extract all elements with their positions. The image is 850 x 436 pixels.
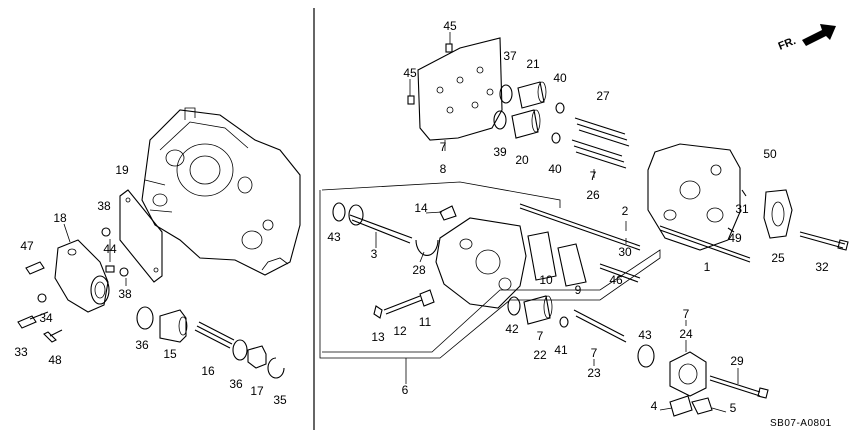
callout-c42: 42 <box>505 322 519 336</box>
callout-c23: 23 <box>587 366 601 380</box>
callout-c10: 10 <box>539 273 553 287</box>
part-18-housing <box>54 239 110 313</box>
callout-c20: 20 <box>515 153 529 167</box>
callout-c5: 5 <box>730 401 737 415</box>
callout-c14: 14 <box>414 201 428 215</box>
callout-c7e: 7 <box>683 307 690 321</box>
callout-c35: 35 <box>273 393 287 407</box>
callout-c50: 50 <box>763 147 777 161</box>
callout-c24: 24 <box>679 327 693 341</box>
callout-c8: 8 <box>440 162 447 176</box>
callout-c4: 4 <box>651 399 658 413</box>
callout-c48: 48 <box>48 353 62 367</box>
callout-c11: 11 <box>419 315 432 329</box>
part-24-cover <box>669 351 769 417</box>
callout-c49: 49 <box>728 231 742 245</box>
callout-c6: 6 <box>402 383 409 397</box>
callout-c15: 15 <box>163 347 177 361</box>
callout-c2: 2 <box>622 204 629 218</box>
part-8-separator-plate <box>407 37 503 141</box>
callout-c1: 1 <box>704 260 711 274</box>
callout-c13: 13 <box>371 330 385 344</box>
callout-c29: 29 <box>730 354 744 368</box>
callout-c7b: 7 <box>590 169 597 183</box>
callout-c34: 34 <box>39 311 53 325</box>
callout-c28: 28 <box>412 263 426 277</box>
callout-c25: 25 <box>771 251 785 265</box>
callout-c37: 37 <box>503 49 517 63</box>
callout-c36b: 36 <box>229 377 243 391</box>
left-small-parts <box>17 227 285 379</box>
callout-c12: 12 <box>393 324 407 338</box>
assembly-6-outline <box>319 181 661 359</box>
callout-c32: 32 <box>815 260 829 274</box>
diagram-code: SB07-A0801 <box>770 418 832 429</box>
callout-c27: 27 <box>596 89 610 103</box>
callout-c40a: 40 <box>553 71 567 85</box>
callout-c30: 30 <box>618 245 632 259</box>
callout-c3: 3 <box>371 247 378 261</box>
front-direction-label: FR. <box>777 35 798 53</box>
long-rods <box>519 203 751 283</box>
callout-c21: 21 <box>526 57 540 71</box>
callout-c7c: 7 <box>537 329 544 343</box>
callout-c38b: 38 <box>118 287 132 301</box>
callout-c40b: 40 <box>548 162 562 176</box>
callout-c9: 9 <box>575 283 582 297</box>
callout-c7d: 7 <box>591 346 598 360</box>
callout-c46: 46 <box>609 273 623 287</box>
callout-c17: 17 <box>250 384 264 398</box>
callout-c43b: 43 <box>638 328 652 342</box>
main-valve-body <box>332 202 587 319</box>
callout-c31: 31 <box>735 202 749 216</box>
callout-c41: 41 <box>554 343 568 357</box>
transmission-case <box>141 107 301 276</box>
callout-c19: 19 <box>115 163 129 177</box>
callout-c45a: 45 <box>443 19 457 33</box>
callout-c38a: 38 <box>97 199 111 213</box>
lower-pistons <box>507 295 655 368</box>
callout-c16: 16 <box>201 364 215 378</box>
callout-c22: 22 <box>533 348 547 362</box>
callout-c7a: 7 <box>440 140 447 154</box>
front-direction-arrow: FR. <box>777 24 836 53</box>
callout-c33: 33 <box>14 345 28 359</box>
callout-c45b: 45 <box>403 66 417 80</box>
part-19-gasket <box>119 189 163 283</box>
callout-c39: 39 <box>493 145 507 159</box>
callout-c26: 26 <box>586 188 600 202</box>
callout-c18: 18 <box>53 211 67 225</box>
leader-lines <box>63 32 739 413</box>
callout-c36a: 36 <box>135 338 149 352</box>
upper-pistons <box>493 81 630 169</box>
callout-c43a: 43 <box>327 230 341 244</box>
upper-right-valve-body <box>647 143 849 251</box>
callout-c47: 47 <box>20 239 34 253</box>
callout-c44: 44 <box>103 242 117 256</box>
